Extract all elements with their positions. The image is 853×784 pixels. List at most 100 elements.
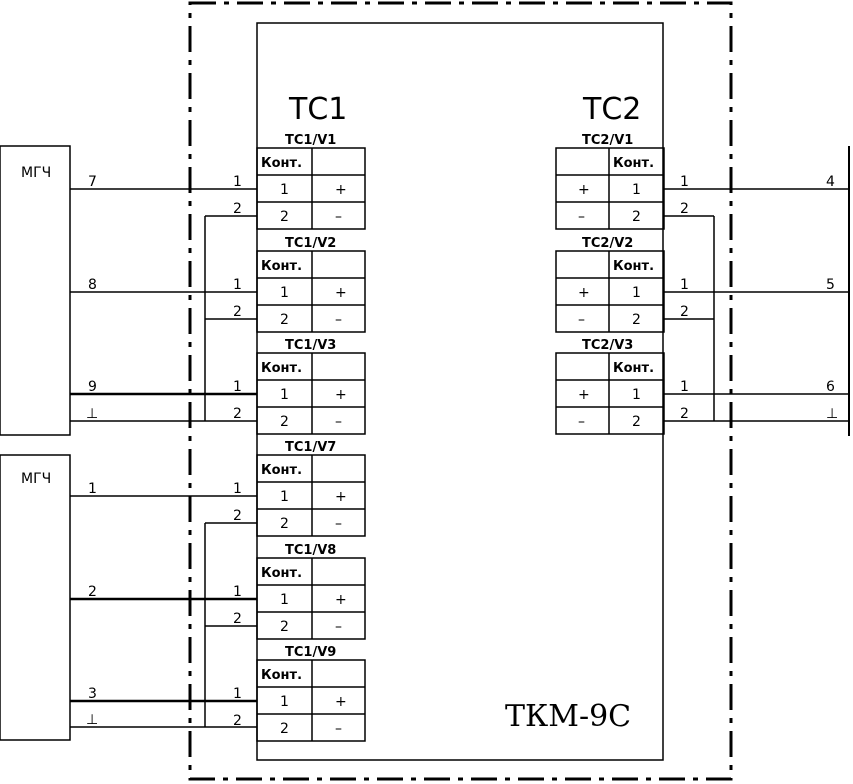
wire-label-7: 7 bbox=[88, 174, 97, 190]
wire-label-2: 2 bbox=[88, 584, 97, 600]
contact-2: 2 bbox=[280, 209, 289, 225]
source-label-2: МГЧ bbox=[21, 471, 51, 487]
polarity-plus: + bbox=[335, 592, 347, 608]
ground-symbol-2: ⊥ bbox=[86, 712, 98, 728]
wires-left-group-1 bbox=[70, 188, 257, 422]
pin-1: 1 bbox=[233, 277, 242, 293]
contact-2: 2 bbox=[632, 209, 641, 225]
block-header: Конт. bbox=[613, 259, 654, 274]
pin-1: 1 bbox=[233, 481, 242, 497]
pin-1: 1 bbox=[233, 686, 242, 702]
polarity-minus: – bbox=[335, 619, 342, 635]
block-header: Конт. bbox=[261, 259, 302, 274]
contact-2: 2 bbox=[280, 516, 289, 532]
contact-1: 1 bbox=[280, 694, 289, 710]
pin-2: 2 bbox=[233, 611, 242, 627]
block-header: Конт. bbox=[261, 463, 302, 478]
pin-1: 1 bbox=[680, 379, 689, 395]
tc1-block-v7: ТС1/V7 Конт. 1 + 2 – 1 2 bbox=[233, 440, 366, 537]
block-header: Конт. bbox=[261, 566, 302, 581]
contact-2: 2 bbox=[632, 414, 641, 430]
wires-left-group-2 bbox=[70, 495, 257, 728]
pin-2: 2 bbox=[680, 201, 689, 217]
block-title: ТС1/V2 bbox=[285, 236, 336, 251]
block-header: Конт. bbox=[261, 156, 302, 171]
block-title: ТС1/V1 bbox=[285, 133, 336, 148]
polarity-minus: – bbox=[335, 721, 342, 737]
pin-1: 1 bbox=[233, 584, 242, 600]
contact-2: 2 bbox=[632, 312, 641, 328]
wire-label-9: 9 bbox=[88, 379, 97, 395]
polarity-plus: + bbox=[578, 285, 590, 301]
polarity-minus: – bbox=[335, 414, 342, 430]
pin-1: 1 bbox=[680, 277, 689, 293]
contact-2: 2 bbox=[280, 312, 289, 328]
pin-1: 1 bbox=[233, 174, 242, 190]
tc1-block-v8: ТС1/V8 Конт. 1 + 2 – 1 2 bbox=[233, 543, 366, 640]
pin-2: 2 bbox=[680, 304, 689, 320]
contact-1: 1 bbox=[280, 489, 289, 505]
block-title: ТС2/V2 bbox=[582, 236, 633, 251]
polarity-plus: + bbox=[578, 387, 590, 403]
polarity-minus: – bbox=[578, 209, 585, 225]
polarity-minus: – bbox=[335, 516, 342, 532]
device-name: ТКМ-9С bbox=[505, 699, 631, 734]
wire-label-5: 5 bbox=[826, 277, 835, 293]
contact-1: 1 bbox=[280, 387, 289, 403]
block-title: ТС1/V7 bbox=[285, 440, 336, 455]
polarity-plus: + bbox=[578, 182, 590, 198]
polarity-minus: – bbox=[578, 312, 585, 328]
contact-2: 2 bbox=[280, 414, 289, 430]
pin-2: 2 bbox=[233, 304, 242, 320]
block-header: Конт. bbox=[261, 668, 302, 683]
wire-label-3: 3 bbox=[88, 686, 97, 702]
tc2-block-v1: ТС2/V1 Конт. + 1 – 2 1 2 bbox=[555, 133, 689, 230]
tc2-block-v3: ТС2/V3 Конт. + 1 – 2 1 2 bbox=[555, 338, 689, 435]
wire-label-1: 1 bbox=[88, 481, 97, 497]
pin-1: 1 bbox=[680, 174, 689, 190]
polarity-minus: – bbox=[578, 414, 585, 430]
contact-1: 1 bbox=[632, 387, 641, 403]
pin-1: 1 bbox=[233, 379, 242, 395]
contact-1: 1 bbox=[280, 285, 289, 301]
ground-symbol-1: ⊥ bbox=[86, 406, 98, 422]
pin-2: 2 bbox=[233, 406, 242, 422]
enclosure-boundary bbox=[188, 1, 733, 781]
ground-symbol-3: ⊥ bbox=[826, 406, 838, 422]
polarity-plus: + bbox=[335, 285, 347, 301]
contact-1: 1 bbox=[280, 182, 289, 198]
contact-1: 1 bbox=[280, 592, 289, 608]
block-header: Конт. bbox=[261, 361, 302, 376]
block-title: ТС1/V9 bbox=[285, 645, 336, 660]
polarity-plus: + bbox=[335, 694, 347, 710]
source-box-2: МГЧ bbox=[0, 454, 71, 741]
polarity-plus: + bbox=[335, 387, 347, 403]
contact-2: 2 bbox=[280, 721, 289, 737]
tc1-title: ТС1 bbox=[288, 92, 347, 127]
tc2-title: ТС2 bbox=[582, 92, 641, 127]
pin-2: 2 bbox=[233, 508, 242, 524]
block-title: ТС2/V1 bbox=[582, 133, 633, 148]
contact-1: 1 bbox=[632, 182, 641, 198]
block-header: Конт. bbox=[613, 156, 654, 171]
contact-1: 1 bbox=[632, 285, 641, 301]
block-title: ТС1/V3 bbox=[285, 338, 336, 353]
block-header: Конт. bbox=[613, 361, 654, 376]
block-title: ТС1/V8 bbox=[285, 543, 336, 558]
tc2-block-v2: ТС2/V2 Конт. + 1 – 2 1 2 bbox=[555, 236, 689, 333]
tc1-block-v2: ТС1/V2 Конт. 1 + 2 – 1 2 bbox=[233, 236, 366, 333]
wire-label-8: 8 bbox=[88, 277, 97, 293]
tc1-block-v9: ТС1/V9 Конт. 1 + 2 – 1 2 bbox=[233, 645, 366, 742]
pin-2: 2 bbox=[680, 406, 689, 422]
polarity-plus: + bbox=[335, 182, 347, 198]
wires-right-group bbox=[664, 188, 849, 422]
source-box-1: МГЧ bbox=[0, 145, 71, 436]
wire-label-4: 4 bbox=[826, 174, 835, 190]
polarity-plus: + bbox=[335, 489, 347, 505]
contact-2: 2 bbox=[280, 619, 289, 635]
block-title: ТС2/V3 bbox=[582, 338, 633, 353]
pin-2: 2 bbox=[233, 201, 242, 217]
tc1-block-v3: ТС1/V3 Конт. 1 + 2 – 1 2 bbox=[233, 338, 366, 435]
tc1-block-v1: ТС1/V1 Конт. 1 + 2 – 1 2 bbox=[233, 133, 366, 230]
